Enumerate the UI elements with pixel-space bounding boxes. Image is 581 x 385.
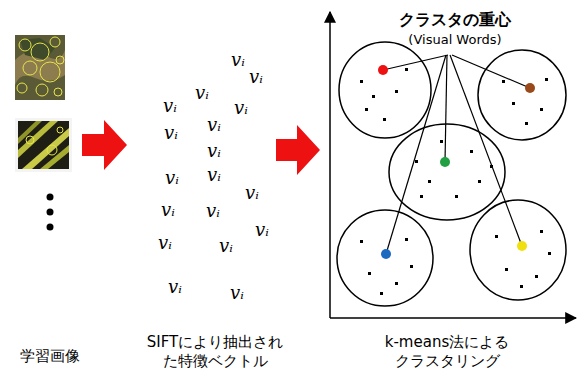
- cluster-subtitle: (Visual Words): [408, 32, 501, 48]
- centroid: [381, 249, 391, 259]
- vector-label: vᵢ: [195, 82, 209, 105]
- training-image: [15, 118, 72, 172]
- centroid: [378, 65, 388, 75]
- vector-label: vᵢ: [207, 164, 221, 187]
- ellipsis-dots: [47, 194, 54, 231]
- flow-arrow: [82, 120, 127, 170]
- vector-label: vᵢ: [163, 95, 177, 118]
- vector-label: vᵢ: [168, 276, 182, 299]
- axis: [329, 12, 331, 318]
- vector-label: vᵢ: [207, 114, 221, 137]
- cluster-ellipse: [337, 42, 566, 306]
- vector-label: vᵢ: [230, 282, 244, 305]
- training-image: [15, 35, 65, 100]
- centroid: [525, 83, 535, 93]
- flow-arrow: [276, 125, 320, 175]
- vector-label: vᵢ: [255, 219, 269, 242]
- vector-label: vᵢ: [245, 182, 259, 205]
- axis: [330, 317, 576, 319]
- vector-label: vᵢ: [207, 140, 221, 163]
- vector-label: vᵢ: [249, 66, 263, 89]
- vector-label: vᵢ: [165, 167, 179, 190]
- vector-label: vᵢ: [234, 97, 248, 120]
- cluster-title: クラスタの重心: [399, 10, 511, 30]
- vector-label: vᵢ: [161, 199, 175, 222]
- stage-label: 学習画像: [20, 347, 80, 366]
- stage-label: k-means法による クラスタリング: [372, 333, 522, 371]
- vector-label: vᵢ: [164, 122, 178, 145]
- vector-label: vᵢ: [231, 49, 245, 72]
- data-point: [360, 68, 551, 295]
- leader-line: [383, 55, 530, 254]
- centroid: [440, 157, 450, 167]
- vector-label: vᵢ: [219, 235, 233, 258]
- centroid: [517, 241, 527, 251]
- stage-label: SIFTにより抽出され た特徴ベクトル: [131, 333, 299, 371]
- vector-label: vᵢ: [206, 200, 220, 223]
- vector-label: vᵢ: [158, 232, 172, 255]
